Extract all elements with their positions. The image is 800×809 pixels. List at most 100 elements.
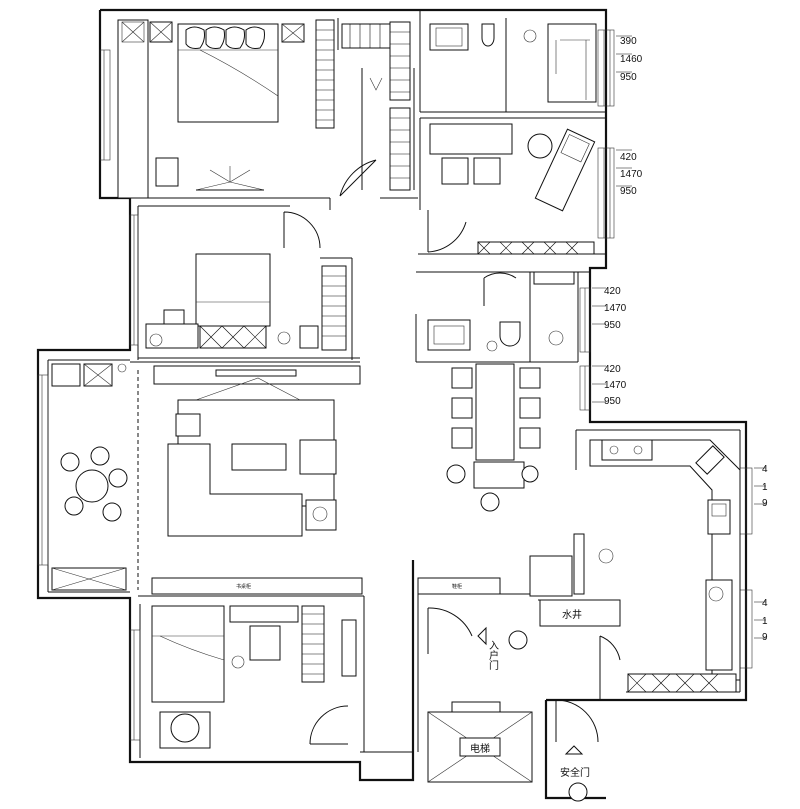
side-table <box>527 133 553 159</box>
dim-value: 420 <box>620 152 637 163</box>
side-table <box>175 413 201 437</box>
bath-vanity <box>427 319 471 351</box>
window-cabinet <box>341 619 357 677</box>
pillows <box>185 26 265 49</box>
dim-value: 390 <box>620 36 637 47</box>
drain-icon <box>708 586 724 602</box>
bed <box>151 605 225 703</box>
shelf <box>533 271 575 285</box>
kitchen-door-swing[interactable] <box>599 635 621 666</box>
closet-rail <box>315 19 335 129</box>
lounge-chair <box>534 128 596 212</box>
dining-chair <box>519 397 541 419</box>
windows <box>37 29 753 741</box>
entrance-door-swing[interactable] <box>427 607 473 654</box>
cabinet-pattern <box>477 241 579 255</box>
closet-rail <box>389 107 411 191</box>
desk-cabinet <box>151 577 363 595</box>
dim-value: 4 <box>762 464 768 475</box>
window-dim-6: 4 1 9 <box>754 598 768 643</box>
window-dim-2: 420 1470 950 <box>616 149 643 197</box>
floor-drain-icon <box>523 29 537 43</box>
lamp-icon <box>277 331 291 345</box>
dim-value: 1470 <box>604 303 627 314</box>
dim-value: 1470 <box>604 380 627 391</box>
living-room <box>153 365 361 537</box>
tv <box>215 369 297 377</box>
lamp-icon <box>312 506 328 522</box>
elevator-label: 电梯 <box>470 742 490 755</box>
door-swing <box>427 210 467 253</box>
window-dim-5: 4 1 9 <box>754 464 768 509</box>
table-top <box>170 713 200 743</box>
dining-chair <box>451 427 473 449</box>
dim-value: 9 <box>762 632 768 643</box>
hanger-lines <box>322 275 346 337</box>
second-bedroom <box>145 211 347 351</box>
arrow-left-icon <box>477 626 487 646</box>
person-icon <box>568 782 588 802</box>
door-arrow-icon <box>369 77 383 91</box>
water-well-label: 水井 <box>562 608 582 621</box>
arrow-up-icon <box>564 745 584 755</box>
dining-chair <box>451 397 473 419</box>
dim-value: 950 <box>620 72 637 83</box>
kitchen <box>589 439 741 693</box>
armchair <box>155 157 179 187</box>
door-swing <box>339 159 377 197</box>
closet-rail <box>341 23 391 49</box>
dining-chair <box>519 427 541 449</box>
fridge <box>705 579 733 671</box>
burner-icon <box>633 445 643 455</box>
desk <box>145 323 199 349</box>
dim-value: 1460 <box>620 54 643 65</box>
dim-value: 950 <box>604 320 621 331</box>
door-swing <box>483 272 517 306</box>
dim-value: 420 <box>604 364 621 375</box>
storage-cabinet <box>51 363 81 387</box>
lamp-icon <box>231 655 245 669</box>
sectional-sofa <box>167 443 303 537</box>
safety-exit-label: 安全门 <box>560 766 590 779</box>
dim-value: 1 <box>762 482 768 493</box>
middle-bathroom <box>427 271 575 352</box>
balcony <box>51 363 128 591</box>
exit-door-swing[interactable] <box>555 699 599 743</box>
door-swing <box>283 211 321 249</box>
shoe-cabinet-label: 鞋柜 <box>452 583 462 590</box>
master-bedroom <box>117 19 411 199</box>
bench-pattern <box>199 325 267 349</box>
bar-stool <box>446 464 466 484</box>
dining-chair <box>451 367 473 389</box>
study-room <box>427 123 596 255</box>
dining-table <box>475 363 515 461</box>
bath-vanity <box>429 23 469 51</box>
floor-drain-icon <box>548 330 564 346</box>
desk <box>429 123 513 155</box>
closet-rail <box>389 21 411 101</box>
lamp-icon <box>149 333 163 347</box>
safety-exit: 安全门 <box>555 699 599 802</box>
window-dim-3: 420 1470 950 <box>592 286 627 331</box>
chair <box>473 157 501 185</box>
coffee-table <box>231 443 287 471</box>
dining-area <box>446 363 541 512</box>
desk-cabinet-label: 书桌柜 <box>236 583 251 590</box>
desk <box>249 625 281 661</box>
toilet-icon <box>481 23 495 47</box>
tv-view-lines <box>195 377 301 401</box>
toilet-icon <box>499 321 521 347</box>
water-well <box>539 599 621 627</box>
entrance-hall: 书桌柜 鞋柜 水井 入户门 <box>151 533 621 671</box>
top-bathroom <box>429 23 597 103</box>
nightstand <box>299 325 319 349</box>
dining-chair <box>519 367 541 389</box>
third-bedroom <box>151 605 357 749</box>
dim-value: 950 <box>620 186 637 197</box>
side-table <box>305 499 337 531</box>
drain-icon <box>117 363 127 373</box>
shoe-cabinet <box>417 577 501 595</box>
dim-value: 9 <box>762 498 768 509</box>
armchair <box>299 439 337 475</box>
